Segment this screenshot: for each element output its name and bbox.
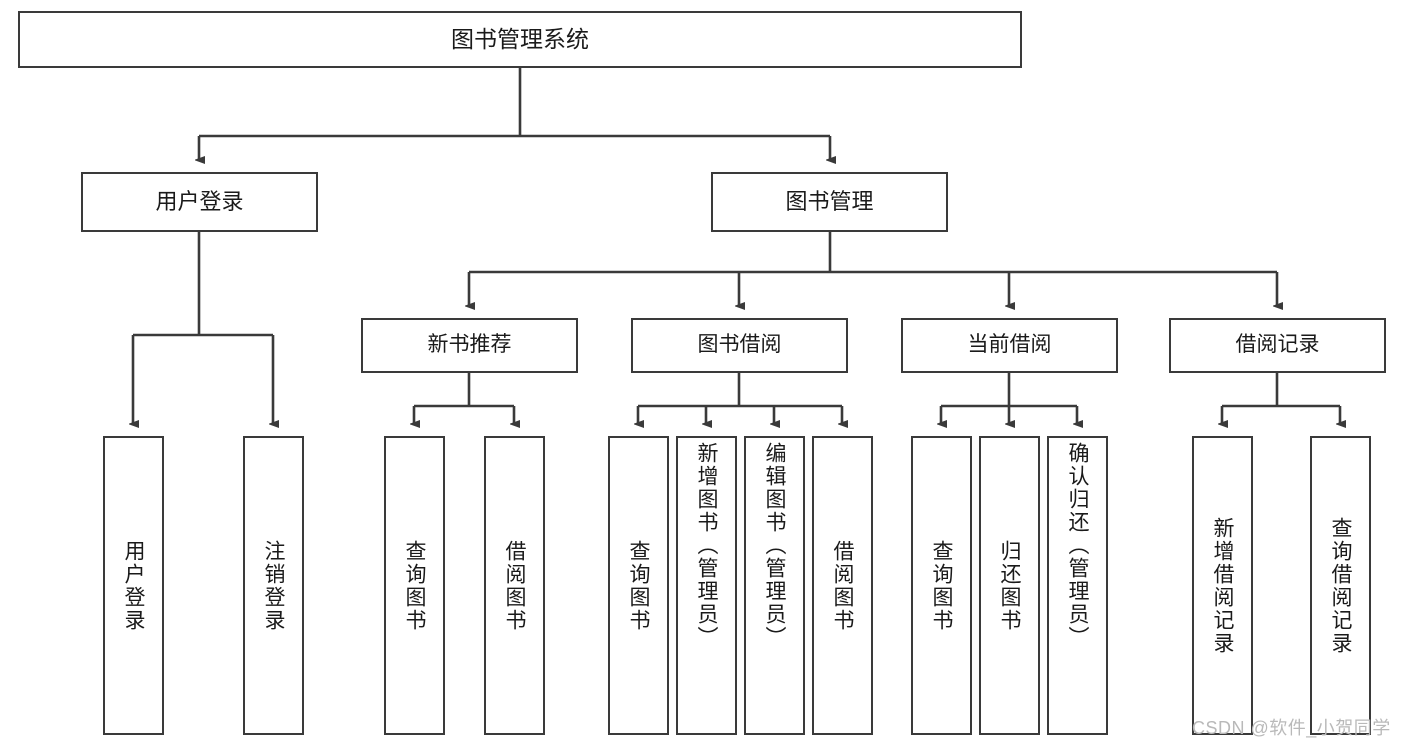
node-leaf-logout-login-label: 注销登录 bbox=[262, 539, 285, 632]
node-user-login-label: 用户登录 bbox=[155, 189, 244, 215]
watermark-text: CSDN @软件_小贺同学 bbox=[1192, 718, 1391, 738]
node-book-management-label: 图书管理 bbox=[785, 189, 874, 215]
node-leaf-query-book-3[interactable]: 查询图书 bbox=[911, 436, 972, 735]
node-leaf-confirm-return[interactable]: 确认归还（管理员） bbox=[1047, 436, 1108, 735]
node-leaf-query-book-2-label: 查询图书 bbox=[627, 539, 650, 632]
node-leaf-query-book-1[interactable]: 查询图书 bbox=[384, 436, 445, 735]
node-current-borrow-label: 当前借阅 bbox=[967, 333, 1052, 357]
node-leaf-borrow-book-2-label: 借阅图书 bbox=[831, 539, 854, 632]
node-leaf-user-login-label: 用户登录 bbox=[122, 539, 145, 632]
node-leaf-user-login[interactable]: 用户登录 bbox=[103, 436, 164, 735]
node-leaf-return-book[interactable]: 归还图书 bbox=[979, 436, 1040, 735]
node-root[interactable]: 图书管理系统 bbox=[18, 11, 1022, 68]
node-leaf-query-book-1-label: 查询图书 bbox=[403, 539, 426, 632]
node-leaf-borrow-book-1-label: 借阅图书 bbox=[503, 539, 526, 632]
node-current-borrow[interactable]: 当前借阅 bbox=[901, 318, 1118, 373]
node-book-borrow[interactable]: 图书借阅 bbox=[631, 318, 848, 373]
node-borrow-record-label: 借阅记录 bbox=[1235, 333, 1320, 357]
node-leaf-edit-book-label: 编辑图书（管理员） bbox=[763, 442, 786, 649]
node-leaf-borrow-book-1[interactable]: 借阅图书 bbox=[484, 436, 545, 735]
node-leaf-query-book-2[interactable]: 查询图书 bbox=[608, 436, 669, 735]
node-new-book-recommend-label: 新书推荐 bbox=[427, 333, 512, 357]
node-leaf-edit-book[interactable]: 编辑图书（管理员） bbox=[744, 436, 805, 735]
node-book-borrow-label: 图书借阅 bbox=[697, 333, 782, 357]
node-root-label: 图书管理系统 bbox=[451, 26, 589, 53]
node-leaf-add-record-label: 新增借阅记录 bbox=[1211, 516, 1234, 655]
node-leaf-add-book[interactable]: 新增图书（管理员） bbox=[676, 436, 737, 735]
node-leaf-return-book-label: 归还图书 bbox=[998, 539, 1021, 632]
node-leaf-query-record[interactable]: 查询借阅记录 bbox=[1310, 436, 1371, 735]
node-book-management[interactable]: 图书管理 bbox=[711, 172, 948, 232]
node-new-book-recommend[interactable]: 新书推荐 bbox=[361, 318, 578, 373]
node-leaf-logout-login[interactable]: 注销登录 bbox=[243, 436, 304, 735]
node-leaf-confirm-return-label: 确认归还（管理员） bbox=[1066, 442, 1089, 649]
node-leaf-borrow-book-2[interactable]: 借阅图书 bbox=[812, 436, 873, 735]
node-leaf-query-record-label: 查询借阅记录 bbox=[1329, 516, 1352, 655]
node-leaf-add-record[interactable]: 新增借阅记录 bbox=[1192, 436, 1253, 735]
node-leaf-query-book-3-label: 查询图书 bbox=[930, 539, 953, 632]
node-leaf-add-book-label: 新增图书（管理员） bbox=[695, 442, 718, 649]
node-user-login[interactable]: 用户登录 bbox=[81, 172, 318, 232]
node-borrow-record[interactable]: 借阅记录 bbox=[1169, 318, 1386, 373]
